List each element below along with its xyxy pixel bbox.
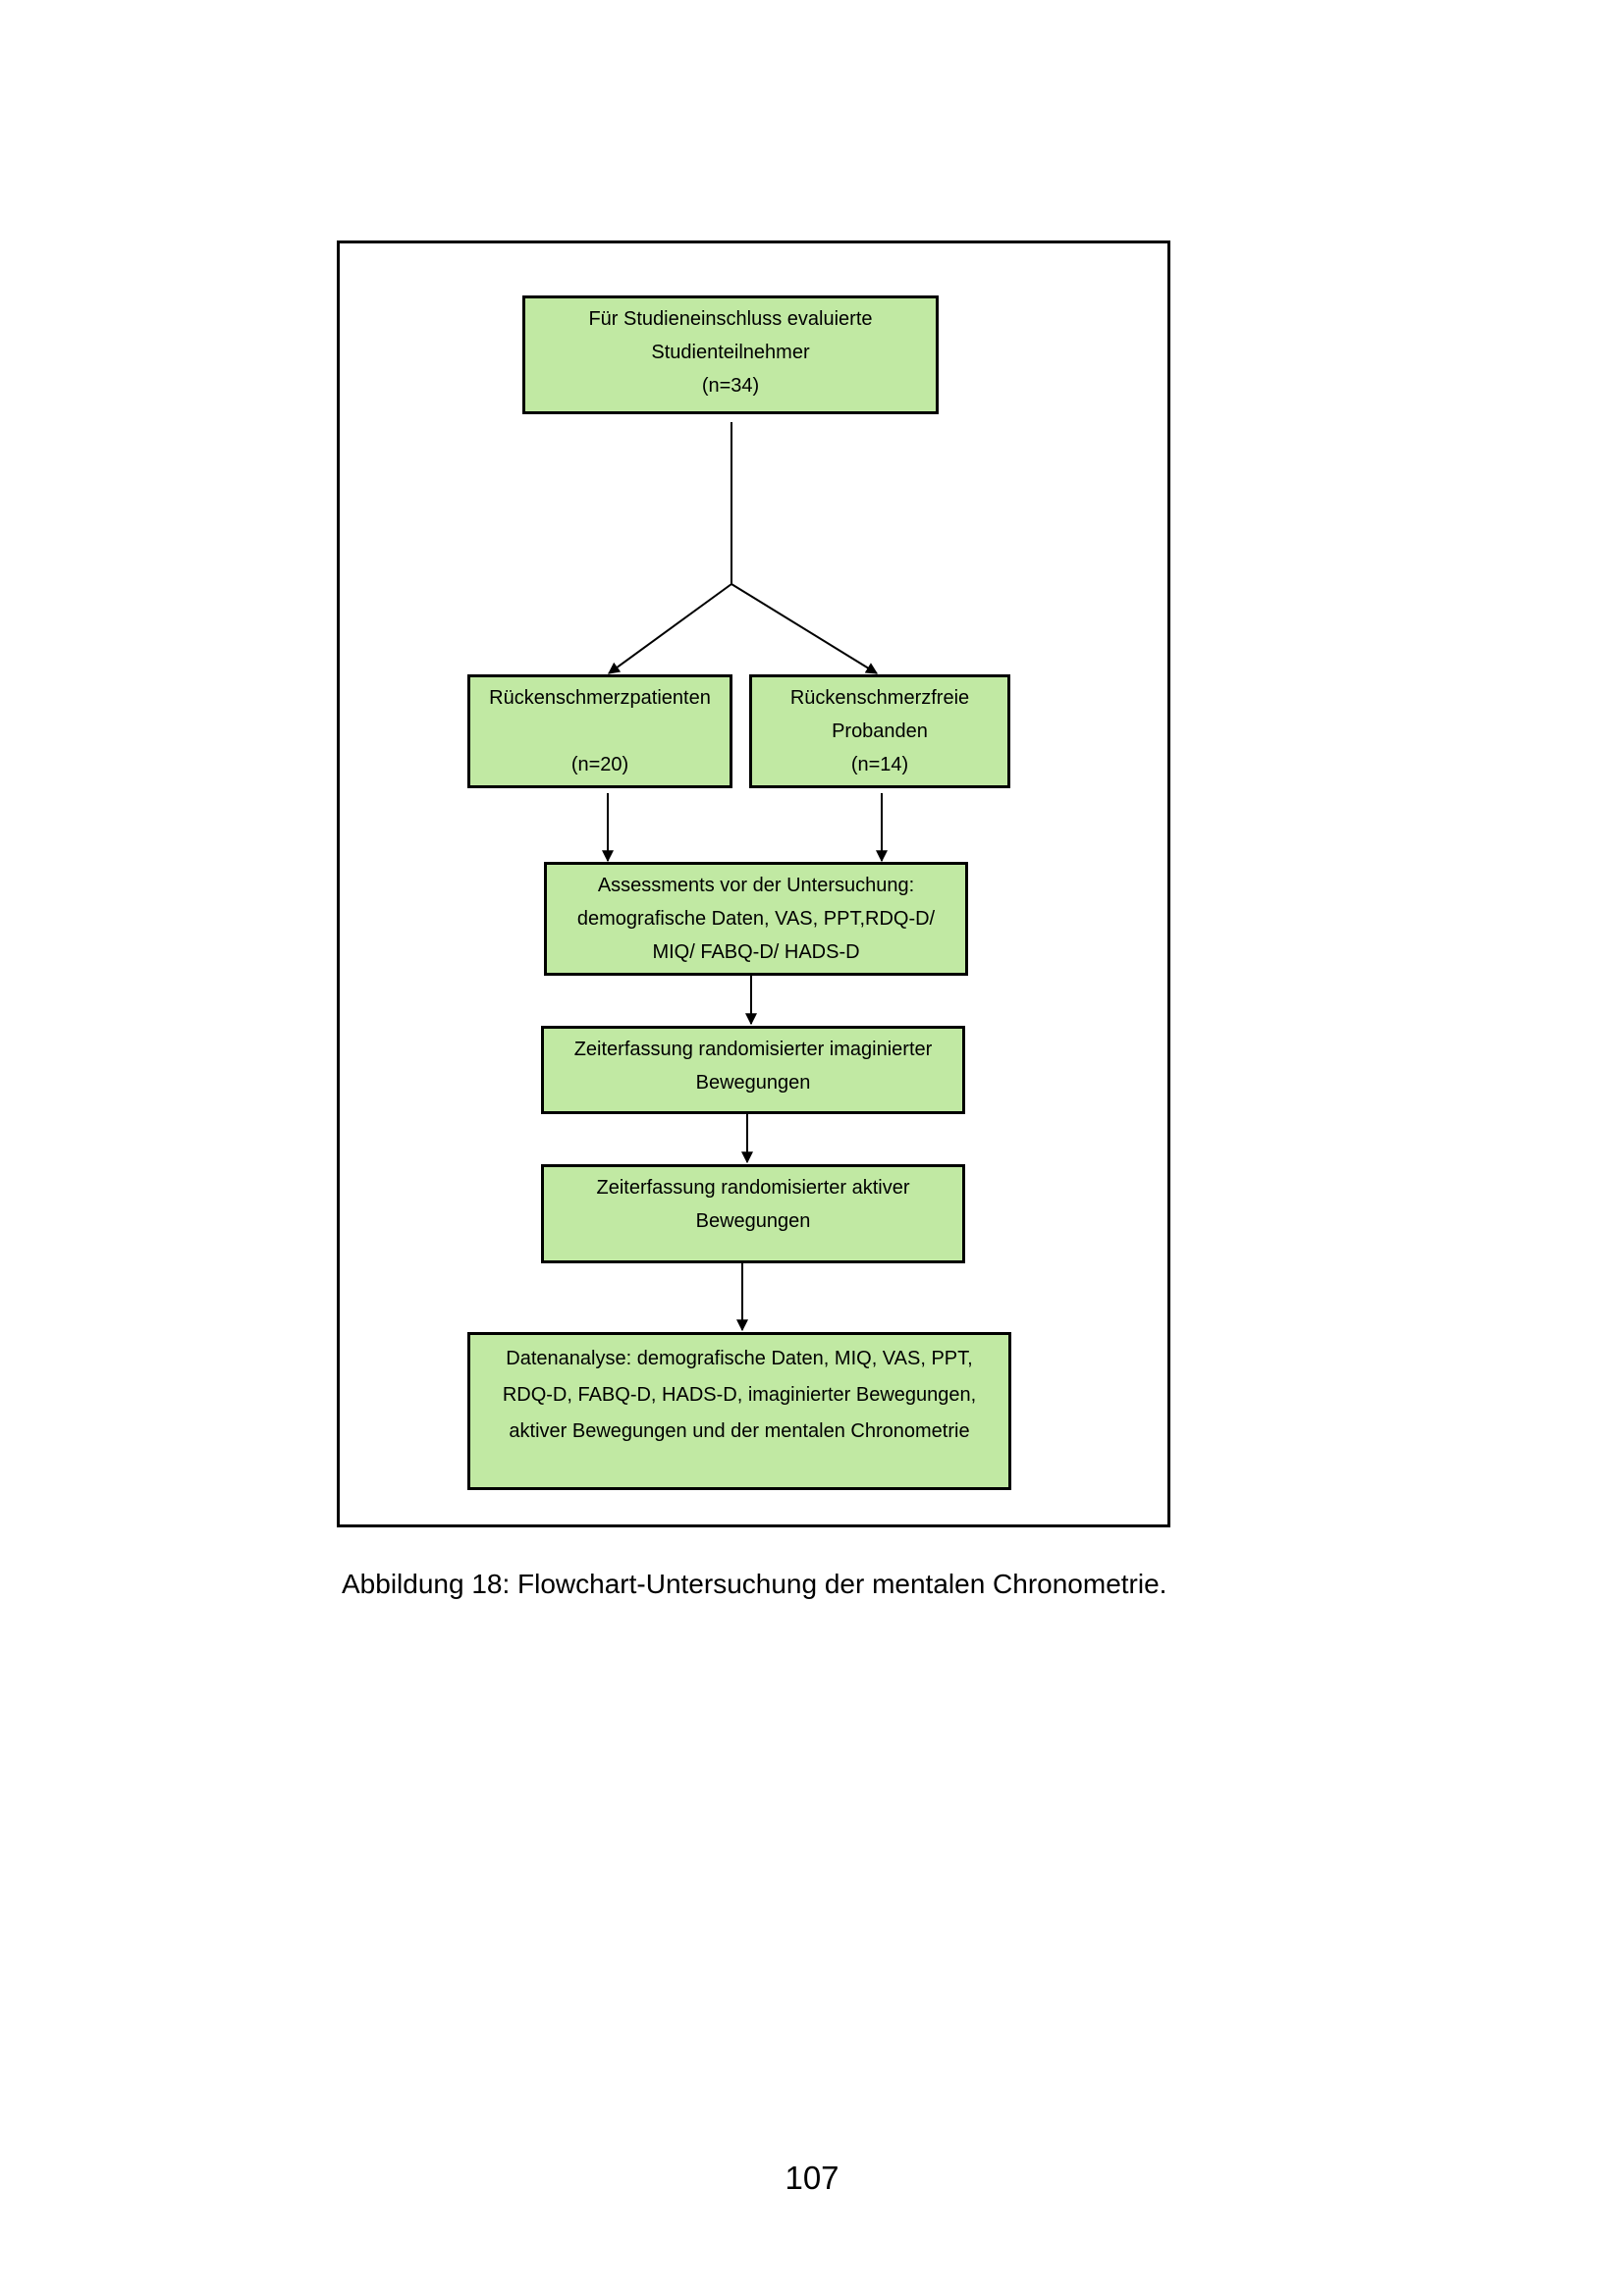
assessments-line-1: Assessments vor der Untersuchung: (597, 875, 915, 896)
screening-line-2: Studienteilnehmer (651, 342, 810, 363)
active-movements-box: Zeiterfassung randomisierter aktiver Bew… (541, 1164, 965, 1263)
patients-line-3: (n=20) (570, 754, 629, 775)
imagined-line-1: Zeiterfassung randomisierter imaginierte… (573, 1039, 933, 1060)
figure-frame (337, 240, 1170, 1527)
analysis-line-1: Datenanalyse: demografische Daten, MIQ, … (506, 1348, 973, 1369)
assessments-line-2: demografische Daten, VAS, PPT,RDQ-D/ (576, 908, 936, 930)
screening-line-1: Für Studieneinschluss evaluierte (588, 308, 873, 330)
patients-line-1: Rückenschmerzpatienten (489, 687, 711, 709)
controls-line-1: Rückenschmerzfreie (789, 687, 970, 709)
screening-box: Für Studieneinschluss evaluierte Studien… (522, 295, 939, 414)
assessments-box: Assessments vor der Untersuchung: demogr… (544, 862, 968, 976)
page-number: 107 (785, 2160, 839, 2196)
controls-line-3: (n=14) (850, 754, 909, 775)
imagined-movements-box: Zeiterfassung randomisierter imaginierte… (541, 1026, 965, 1114)
screening-line-3: (n=34) (701, 375, 760, 397)
active-line-1: Zeiterfassung randomisierter aktiver (596, 1177, 910, 1199)
assessments-line-3: MIQ/ FABQ-D/ HADS-D (652, 941, 860, 963)
data-analysis-box: Datenanalyse: demografische Daten, MIQ, … (467, 1332, 1011, 1490)
controls-line-2: Probanden (832, 721, 928, 742)
patients-box: Rückenschmerzpatienten (n=20) (467, 674, 732, 788)
active-line-2: Bewegungen (695, 1210, 811, 1232)
controls-box: Rückenschmerzfreie Probanden (n=14) (749, 674, 1010, 788)
analysis-line-2: RDQ-D, FABQ-D, HADS-D, imaginierter Bewe… (502, 1384, 977, 1406)
patients-line-2 (470, 715, 730, 748)
imagined-line-2: Bewegungen (695, 1072, 811, 1094)
figure-caption: Abbildung 18: Flowchart-Untersuchung der… (342, 1569, 1167, 1599)
analysis-line-3: aktiver Bewegungen und der mentalen Chro… (509, 1420, 970, 1442)
